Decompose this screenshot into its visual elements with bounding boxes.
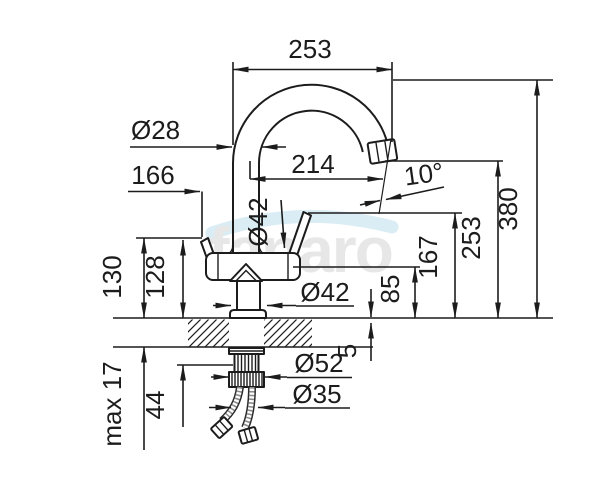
dim-base-diameter-label: Ø42	[300, 277, 349, 307]
hose-fitting-right	[237, 426, 259, 445]
countertop-hatch-left	[188, 319, 229, 347]
dim-height-128: 128	[140, 239, 186, 319]
dim-shank-length: 44	[140, 364, 233, 427]
dim-handle-height: 167	[308, 212, 462, 319]
dim-height-130: 130	[97, 237, 202, 319]
dim-outlet-angle-label: 10°	[402, 156, 445, 191]
dim-hole-diameter-label: Ø35	[292, 379, 341, 409]
dim-body-offset-label: 166	[131, 160, 174, 190]
dim-top-width-label: 253	[288, 34, 331, 64]
dim-spout-reach: 214	[249, 149, 384, 182]
dim-top-width: 253	[232, 34, 393, 145]
dim-max-counter-thickness: max 17	[97, 346, 147, 450]
shank-threads	[237, 354, 257, 372]
dim-tube-diameter-label: Ø28	[131, 115, 180, 145]
dim-base-seal-thickness-label: 5	[332, 344, 362, 358]
base-cone-inner	[235, 269, 257, 282]
dim-total-height: 380	[393, 79, 553, 319]
dim-max-counter-thickness-label: max 17	[97, 361, 127, 446]
dim-spout-underside-height: 85	[293, 266, 420, 319]
dim-body-diameter-label: Ø42	[243, 197, 273, 246]
supply-hose-right	[241, 386, 256, 430]
dim-tube-diameter: Ø28	[130, 115, 286, 150]
dim-outlet-height: 253	[385, 160, 503, 319]
dim-height-128-label: 128	[140, 255, 170, 298]
dim-outlet-height-label: 253	[456, 216, 486, 259]
dim-spout-reach-label: 214	[291, 149, 334, 179]
mounting-assembly	[210, 347, 265, 445]
dim-hole-diameter: Ø35	[209, 379, 350, 411]
supply-hose-left	[219, 386, 244, 424]
mounting-nut-knurl	[231, 372, 263, 387]
countertop-hatch-right	[264, 319, 312, 347]
dim-body-offset: 166	[128, 160, 203, 237]
spout-outlet	[366, 138, 399, 165]
dim-handle-height-label: 167	[413, 235, 443, 278]
dim-outlet-angle: 10°	[359, 138, 445, 215]
dim-shank-length-label: 44	[140, 391, 170, 420]
dim-spout-underside-height-label: 85	[375, 275, 405, 304]
spout-arc-outer	[232, 83, 390, 254]
dim-nut-diameter-label: Ø52	[294, 348, 343, 378]
dim-height-130-label: 130	[97, 255, 127, 298]
dim-base-diameter: Ø42	[213, 277, 354, 309]
dim-nut-diameter: Ø52	[211, 348, 352, 380]
countertop	[113, 317, 553, 348]
dim-body-diameter: Ø42	[243, 197, 287, 249]
dim-base-seal-thickness: 5	[332, 289, 374, 361]
base-flange	[229, 309, 267, 319]
base-column	[236, 280, 261, 311]
hose-fitting-left	[210, 416, 234, 439]
